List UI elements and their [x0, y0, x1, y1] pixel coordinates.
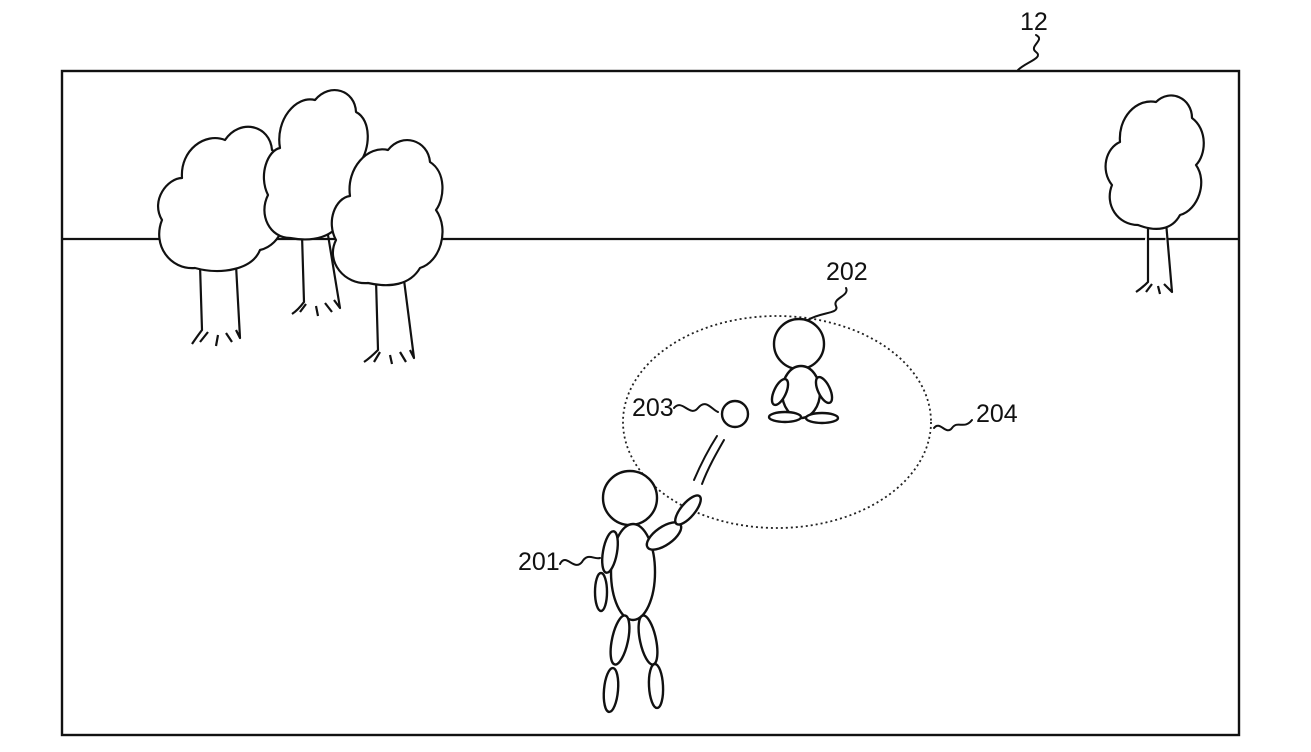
leader-screen: [1017, 34, 1041, 71]
target-character: [767, 317, 840, 425]
label-target: 202: [826, 258, 868, 286]
leader-range: [933, 419, 973, 432]
label-screen: 12: [1020, 8, 1048, 36]
tree-icon: [156, 125, 289, 347]
label-range: 204: [976, 400, 1018, 428]
tree-icon: [1104, 94, 1205, 295]
leader-ball: [673, 403, 719, 413]
ball-motion-lines: [693, 435, 725, 485]
player-character: [593, 469, 702, 714]
label-player: 201: [518, 548, 560, 576]
ball: [720, 399, 750, 429]
leader-target: [807, 287, 848, 321]
throw-range-ellipse: [622, 315, 932, 529]
tree-icon: [330, 139, 444, 365]
leader-player: [559, 555, 601, 566]
label-ball: 203: [632, 394, 674, 422]
